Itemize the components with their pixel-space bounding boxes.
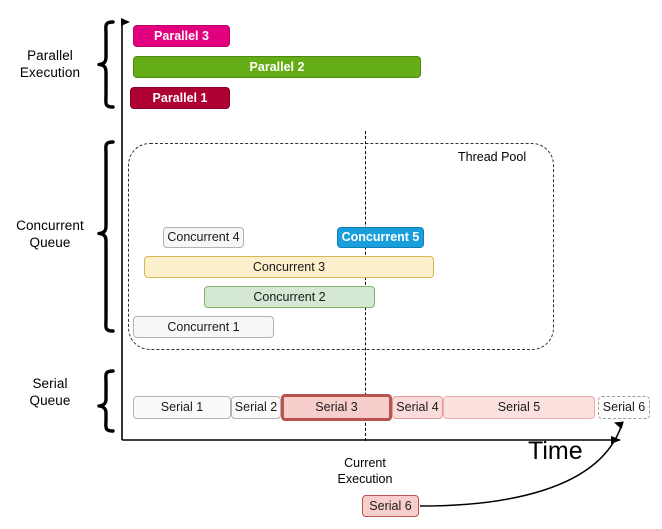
thread-pool-container bbox=[128, 143, 554, 350]
time-axis-label: Time bbox=[528, 437, 583, 465]
thread-pool-label: Thread Pool bbox=[458, 150, 527, 164]
section-label-serial-queue: Serial Queue bbox=[29, 376, 71, 408]
task-bar-concurrent-5[interactable]: Concurrent 5 bbox=[337, 227, 424, 248]
task-bar-concurrent-3[interactable]: Concurrent 3 bbox=[144, 256, 434, 278]
task-bar-serial-6-slot[interactable]: Serial 6 bbox=[598, 396, 650, 419]
task-bar-concurrent-4[interactable]: Concurrent 4 bbox=[163, 227, 244, 248]
task-bar-serial-2[interactable]: Serial 2 bbox=[231, 396, 281, 419]
task-bar-serial-1[interactable]: Serial 1 bbox=[133, 396, 231, 419]
task-bar-parallel-2[interactable]: Parallel 2 bbox=[133, 56, 421, 78]
serial6-enqueue-arrow bbox=[419, 421, 624, 507]
brace-serial-queue bbox=[97, 369, 115, 433]
task-bar-parallel-3[interactable]: Parallel 3 bbox=[133, 25, 230, 47]
task-bar-serial-5[interactable]: Serial 5 bbox=[443, 396, 595, 419]
section-label-concurrent-queue: Concurrent Queue bbox=[16, 218, 84, 250]
task-bar-serial-3[interactable]: Serial 3 bbox=[281, 394, 392, 421]
brace-concurrent-queue bbox=[97, 140, 115, 333]
section-label-parallel-execution: Parallel Execution bbox=[19, 48, 81, 80]
brace-parallel-execution bbox=[97, 20, 115, 109]
task-bar-parallel-1[interactable]: Parallel 1 bbox=[130, 87, 230, 109]
current-execution-label: Current Execution bbox=[337, 456, 393, 487]
pending-task-serial-6[interactable]: Serial 6 bbox=[362, 495, 419, 517]
task-bar-concurrent-1[interactable]: Concurrent 1 bbox=[133, 316, 274, 338]
task-bar-serial-4[interactable]: Serial 4 bbox=[392, 396, 443, 419]
task-bar-concurrent-2[interactable]: Concurrent 2 bbox=[204, 286, 375, 308]
